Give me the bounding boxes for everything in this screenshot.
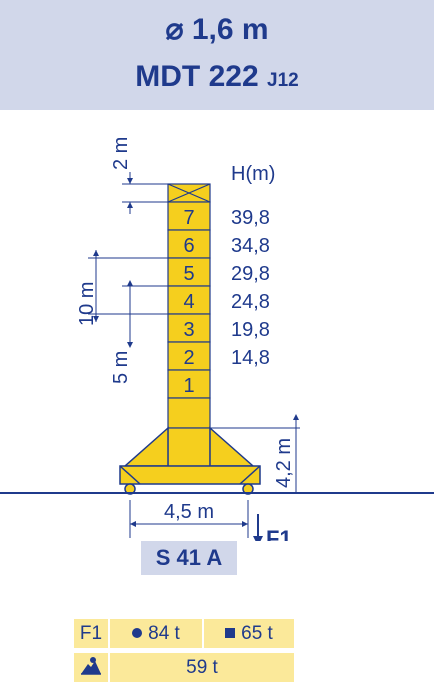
height-4: 24,8 [231, 291, 270, 313]
dim-base-height: 4,2 m [273, 438, 295, 488]
height-3: 19,8 [231, 319, 270, 341]
ground-pressure-icon [81, 657, 101, 675]
ground-pressure-cell [74, 653, 108, 682]
height-2: 14,8 [231, 347, 270, 369]
base-model-badge: S 41 A [141, 541, 237, 575]
table-row-ground: 59 t [74, 653, 294, 682]
section-num-6: 6 [183, 235, 194, 257]
height-unit-label: H(m) [231, 163, 275, 185]
header: ⌀ 1,6 m MDT 222 J12 [0, 0, 434, 110]
model-title: MDT 222 J12 [0, 60, 434, 94]
section-num-7: 7 [183, 207, 194, 229]
height-7: 39,8 [231, 207, 270, 229]
f1-label: F1 [74, 619, 108, 648]
section-num-4: 4 [183, 291, 194, 313]
section-num-5: 5 [183, 263, 194, 285]
mast [167, 183, 211, 467]
dot-icon [132, 628, 143, 638]
height-6: 34,8 [231, 235, 270, 257]
force-label: F1 [266, 526, 292, 541]
section-num-3: 3 [183, 319, 194, 341]
tower-base [119, 426, 261, 495]
section-num-2: 2 [183, 347, 194, 369]
square-icon [225, 628, 236, 638]
ground-pressure-value: 59 t [110, 653, 294, 682]
dim-2m: 2 m [110, 137, 132, 170]
tower-diagram: 7 6 5 4 3 2 1 H(m) 39,8 34,8 29,8 24,8 1… [0, 137, 434, 541]
height-5: 29,8 [231, 263, 270, 285]
dim-10m: 10 m [76, 282, 98, 326]
model-subtype: J12 [267, 70, 299, 91]
section-num-1: 1 [183, 375, 194, 397]
table-row-f1: F1 84 t 65 t [74, 619, 294, 648]
f1-value-rest: 65 t [204, 619, 294, 648]
f1-value-operating: 84 t [110, 619, 202, 648]
mast-diameter: ⌀ 1,6 m [165, 13, 269, 46]
model-name: MDT 222 [135, 60, 259, 93]
dim-5m: 5 m [110, 351, 132, 384]
dim-base-width: 4,5 m [164, 501, 214, 523]
